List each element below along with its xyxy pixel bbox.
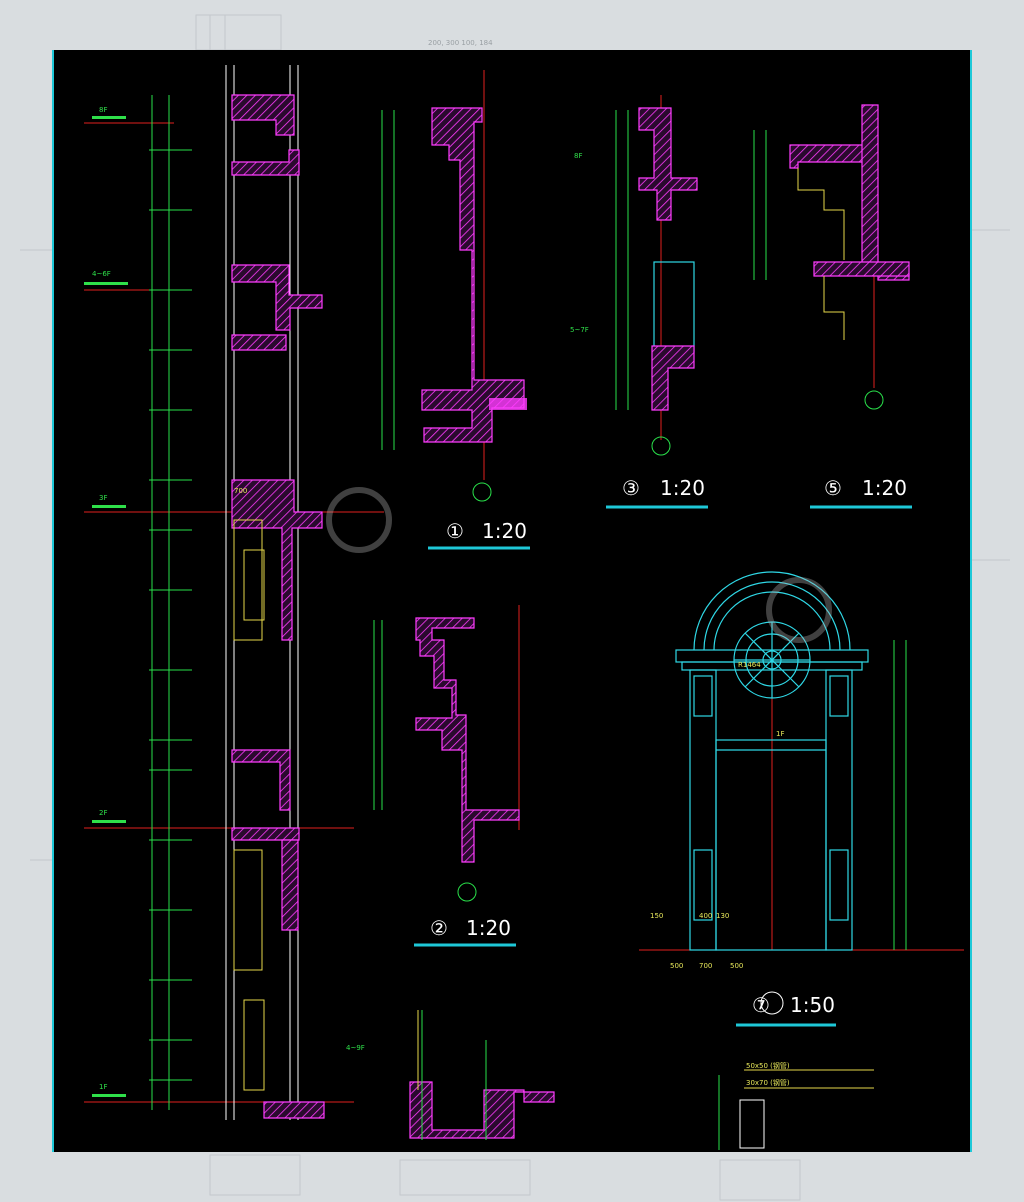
level-tag-4-9f: 4~9F <box>346 1044 365 1052</box>
detail-5: ⑤ 1:20 <box>753 104 912 509</box>
detail-2-number: ② <box>430 916 448 940</box>
arch-dim-150: 150 <box>650 912 663 920</box>
level-tag-1f: 1F <box>99 1083 107 1091</box>
arch-dim-400: 400 <box>699 912 712 920</box>
detail-1-scale: 1:20 <box>482 519 527 543</box>
detail-1-number: ① <box>446 519 464 543</box>
detail-3-scale: 1:20 <box>660 476 705 500</box>
detail-5-scale: 1:20 <box>862 476 907 500</box>
detail-2: ② 1:20 <box>373 605 520 947</box>
detail-3-number: ③ <box>622 476 640 500</box>
note-1: 50x50 (钢管) <box>746 1061 790 1070</box>
detail-7-number: ⑦ <box>752 993 770 1017</box>
dim-700: 700 <box>234 487 247 495</box>
detail-1: ① 1:20 <box>381 70 530 550</box>
detail-7-arch: R1464 1F 500 700 500 150 400 130 ⑦ 1:50 <box>639 571 964 1027</box>
level-tag-3f: 3F <box>99 494 107 502</box>
detail-2-scale: 1:20 <box>466 916 511 940</box>
watermark <box>326 487 832 643</box>
arch-dim-right: 500 <box>730 962 743 970</box>
note-2: 30x70 (钢管) <box>746 1078 790 1087</box>
level-tag-4-6f: 4~6F <box>92 270 111 278</box>
arch-dim-mid: 700 <box>699 962 712 970</box>
detail-5-number: ⑤ <box>824 476 842 500</box>
detail-3: ③ 1:20 8F 5~7F <box>570 95 708 509</box>
level-tag-8f-d3: 8F <box>574 152 582 160</box>
detail-7-scale: 1:50 <box>790 993 835 1017</box>
level-tag-2f: 2F <box>99 809 107 817</box>
bottom-details: 4~9F 50x50 (钢管) 30x70 (钢管) <box>346 1010 874 1150</box>
arch-height-label: 1F <box>776 730 784 738</box>
arch-radius: R1464 <box>738 661 761 669</box>
level-tag-5-7f: 5~7F <box>570 326 589 334</box>
level-tag-8f: 8F <box>99 106 107 114</box>
arch-dim-left: 500 <box>670 962 683 970</box>
drawing-sheet[interactable]: 8F 4~6F 3F 2F 1F <box>52 50 972 1152</box>
cad-drawing: 8F 4~6F 3F 2F 1F <box>84 65 964 1150</box>
top-dims: 200, 300 100, 184 <box>428 39 493 47</box>
arch-dim-130: 130 <box>716 912 729 920</box>
wall-section-elevation: 8F 4~6F 3F 2F 1F <box>84 65 384 1120</box>
